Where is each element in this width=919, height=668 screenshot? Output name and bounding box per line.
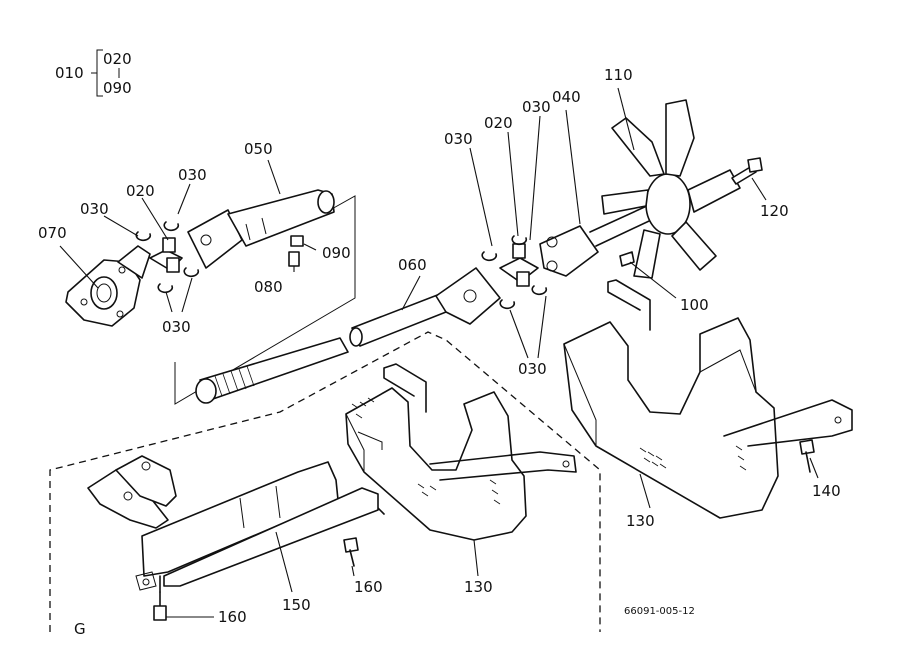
- cross-joint-right: [499, 257, 539, 283]
- view-boundary: [49, 331, 601, 632]
- long-shaft-yoke: [435, 267, 501, 325]
- callout-030-left-bottom: 030: [162, 318, 191, 336]
- callout-080: 080: [254, 278, 283, 296]
- bearing-cap-left-top: [162, 237, 176, 253]
- group-code: 010 020 090: [55, 49, 132, 97]
- lower-cover: [141, 461, 339, 577]
- callout-120: 120: [760, 202, 789, 220]
- bearing-cap-right-bottom: [516, 271, 530, 287]
- fan-blade-6: [601, 189, 649, 215]
- bearing-cap-left-bottom: [166, 257, 180, 273]
- callout-070: 070: [38, 224, 67, 242]
- left-shaft-assembly: [65, 189, 356, 405]
- callout-030-left-a: 030: [80, 200, 109, 218]
- right-cover-assembly: [563, 279, 853, 519]
- lower-cover-assembly: [87, 455, 379, 621]
- callout-160-mid: 160: [354, 578, 383, 596]
- bolt-140: [799, 439, 815, 455]
- fan-yoke: [539, 225, 599, 277]
- bolt-160-bottom: [153, 605, 167, 621]
- snap-ring-left-a: [135, 231, 152, 242]
- callout-020-mid: 020: [484, 114, 513, 132]
- view-label: G: [74, 620, 86, 638]
- callout-030-mid-right: 030: [522, 98, 551, 116]
- callout-160-bottom: 160: [218, 608, 247, 626]
- snap-ring-left-b: [163, 221, 180, 232]
- nut-part: [290, 235, 304, 247]
- bolt-part: [288, 251, 300, 267]
- callout-110: 110: [604, 66, 633, 84]
- callout-040: 040: [552, 88, 581, 106]
- snap-ring-left-c: [157, 283, 174, 294]
- callout-100: 100: [680, 296, 709, 314]
- snap-ring-right-c: [499, 299, 516, 310]
- fan-blade-1: [611, 117, 665, 177]
- flange-bore: [90, 276, 118, 310]
- leader-lines: [59, 87, 819, 618]
- lower-cover-lip: [163, 487, 379, 587]
- group-bracket: [91, 49, 103, 97]
- flange-yoke: [117, 245, 151, 279]
- callout-150: 150: [282, 596, 311, 614]
- snap-ring-right-d: [531, 285, 548, 296]
- fan-blade-5: [633, 229, 661, 279]
- middle-cover-assembly: [343, 363, 577, 567]
- middle-shaft-assembly: [349, 267, 501, 347]
- group-code-sub-top: 020: [103, 50, 132, 68]
- group-code-sub-bottom: 090: [103, 79, 132, 97]
- cooling-fan: [601, 99, 741, 279]
- callout-labels: 020 030 030 070 050 090 080 030 060 030 …: [38, 66, 841, 626]
- snap-ring-right-a: [481, 251, 498, 262]
- shaft-frame: [174, 195, 356, 405]
- right-cover: [563, 317, 779, 519]
- mount-plate: [115, 455, 177, 507]
- splined-shaft: [199, 337, 349, 401]
- callout-090: 090: [322, 244, 351, 262]
- bolt-160-mid: [343, 537, 359, 553]
- long-shaft: [351, 293, 447, 347]
- callout-030-left-top: 030: [178, 166, 207, 184]
- callout-140: 140: [812, 482, 841, 500]
- callout-020-left: 020: [126, 182, 155, 200]
- callout-050: 050: [244, 140, 273, 158]
- callout-130-mid: 130: [464, 578, 493, 596]
- middle-cover: [345, 387, 527, 541]
- fan-blade-4: [671, 221, 717, 271]
- callout-030-mid-bottom: 030: [518, 360, 547, 378]
- drawing-number: 66091-005-12: [624, 606, 695, 617]
- snap-ring-right-b: [511, 235, 528, 246]
- callout-130-right: 130: [626, 512, 655, 530]
- callout-030-mid-top: 030: [444, 130, 473, 148]
- callout-060: 060: [398, 256, 427, 274]
- bearing-cap-right-top: [512, 243, 526, 259]
- snap-ring-left-d: [183, 267, 200, 278]
- fan-blade-3: [687, 169, 741, 213]
- right-joint-assembly: [481, 99, 763, 310]
- group-code-main: 010: [55, 64, 84, 82]
- fan-blade-2: [665, 99, 695, 177]
